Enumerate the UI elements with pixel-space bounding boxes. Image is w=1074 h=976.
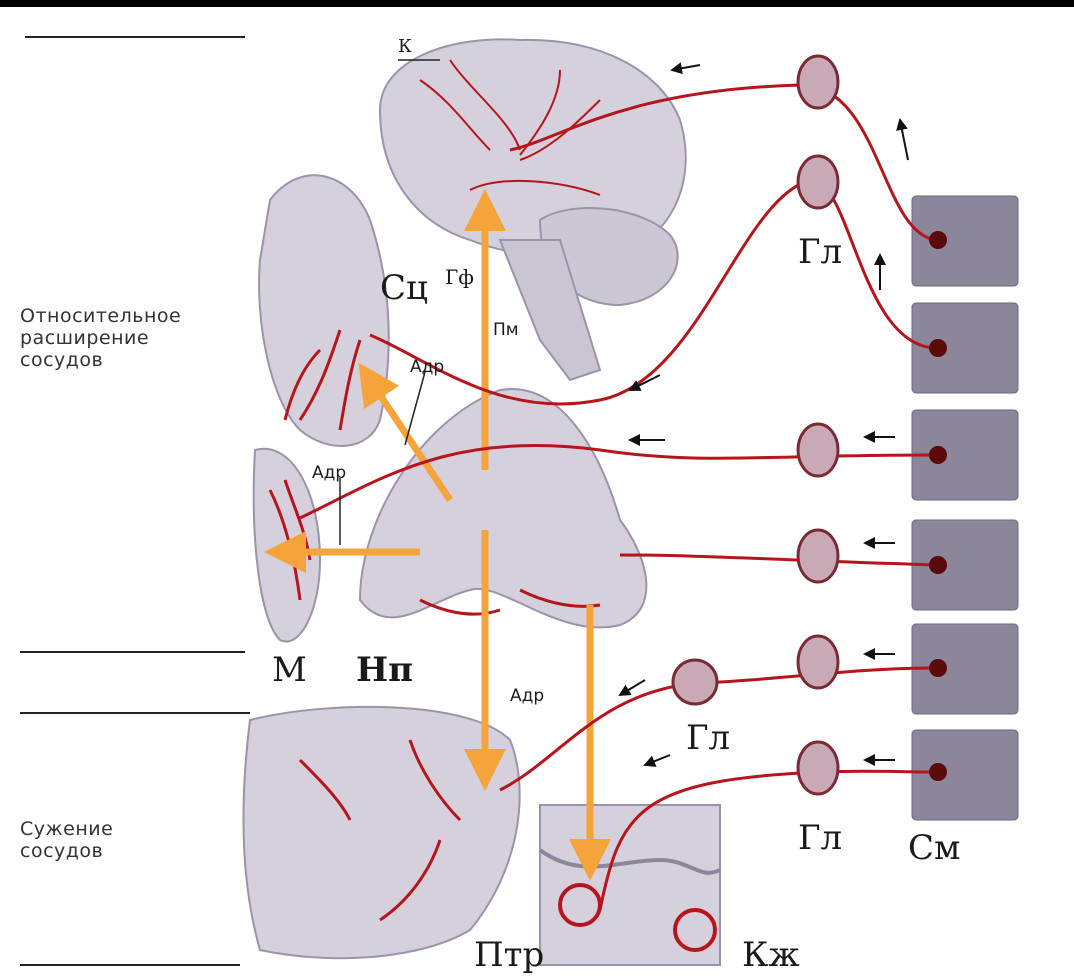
skin: [540, 805, 720, 965]
muscle-body: [254, 449, 320, 642]
direction-arrow: [620, 680, 645, 695]
label-adrenaline-muscle: Адр: [312, 463, 346, 483]
neuron: [929, 763, 947, 781]
label-adrenaline-center: Адр: [510, 686, 544, 706]
brain: [380, 39, 686, 380]
label-ganglion-2: Гл: [686, 718, 730, 758]
label-adrenal: Нп: [356, 650, 413, 690]
neuron: [929, 556, 947, 574]
ganglion: [798, 742, 838, 794]
intestine: [243, 707, 519, 958]
label-constriction: Сужение сосудов: [20, 818, 113, 862]
label-muscle: М: [272, 650, 307, 690]
neuron: [929, 231, 947, 249]
label-ganglion-3: Гл: [798, 818, 842, 858]
label-spinal-cord: См: [908, 828, 960, 868]
label-digestive-tract: Птр: [474, 935, 544, 975]
ganglion: [798, 530, 838, 582]
ganglion: [798, 56, 838, 108]
label-ganglion-1: Гл: [798, 232, 842, 272]
label-cortex: К: [398, 36, 412, 57]
label-hypophysis: Гф: [445, 265, 474, 289]
direction-arrow: [672, 65, 700, 70]
skin-block: [540, 805, 720, 965]
label-medulla: Пм: [493, 320, 519, 340]
label-heart: Сц: [380, 268, 428, 308]
label-skin: Кж: [742, 935, 800, 975]
ganglion: [798, 156, 838, 208]
neuron: [929, 659, 947, 677]
spinal-cord: [912, 196, 1018, 820]
ganglia: [673, 56, 838, 794]
muscle: [254, 449, 320, 642]
label-relative-dilation: Относительное расширение сосудов: [20, 305, 181, 371]
spinal-segment: [912, 196, 1018, 286]
heart-body: [259, 175, 389, 446]
neuron: [929, 339, 947, 357]
nerve-adrenal: [620, 555, 935, 565]
ganglion: [798, 636, 838, 688]
label-adrenaline-heart: Адр: [410, 357, 444, 377]
ganglion: [673, 660, 717, 704]
neuron: [929, 446, 947, 464]
direction-arrow: [900, 120, 908, 160]
direction-arrow: [645, 755, 670, 765]
heart: [259, 175, 389, 446]
spinal-segment: [912, 730, 1018, 820]
ganglion: [798, 424, 838, 476]
